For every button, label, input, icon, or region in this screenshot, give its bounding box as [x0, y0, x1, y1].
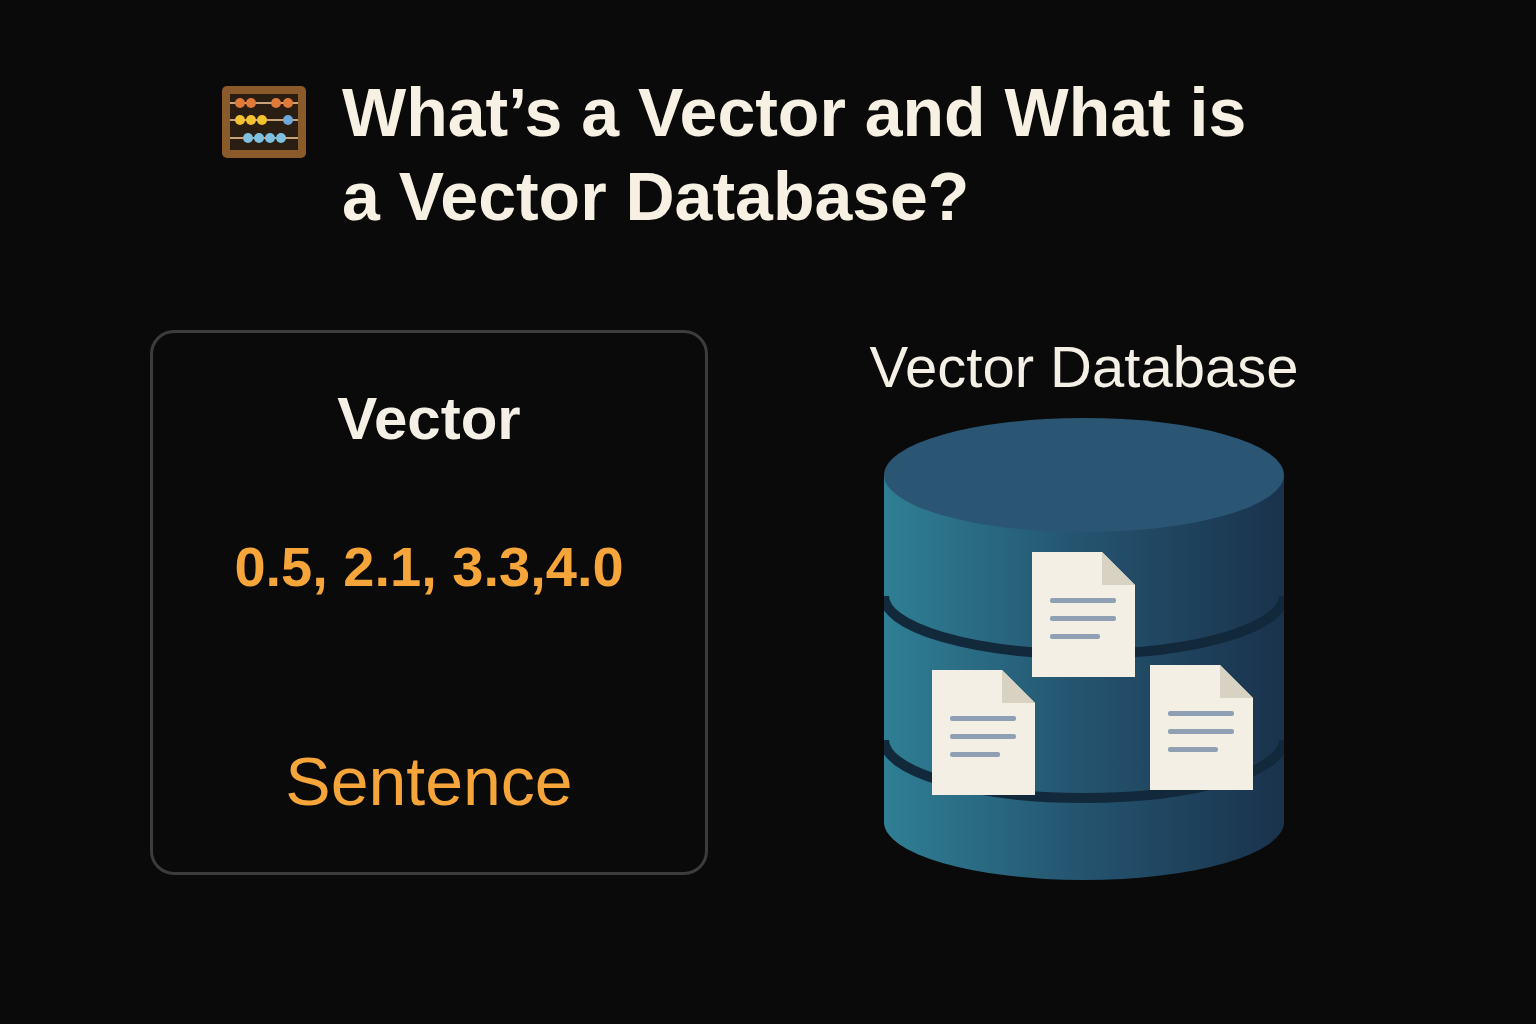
- database-node: Vector Database: [884, 418, 1284, 882]
- document-icon: [1032, 552, 1135, 677]
- source-label: Sentence: [153, 747, 705, 815]
- database-heading: Vector Database: [764, 338, 1404, 396]
- diagram-title: What’s a Vector and What is a Vector Dat…: [342, 70, 1282, 238]
- document-icon: [1150, 665, 1253, 790]
- vector-values: 0.5, 2.1, 3.3,4.0: [153, 539, 705, 595]
- box-heading: Vector: [153, 389, 705, 449]
- vector-box: Vector 0.5, 2.1, 3.3,4.0Sentence: [150, 330, 708, 875]
- abacus-icon: [222, 86, 306, 158]
- document-icon: [932, 670, 1035, 795]
- database-cylinder: [884, 418, 1284, 882]
